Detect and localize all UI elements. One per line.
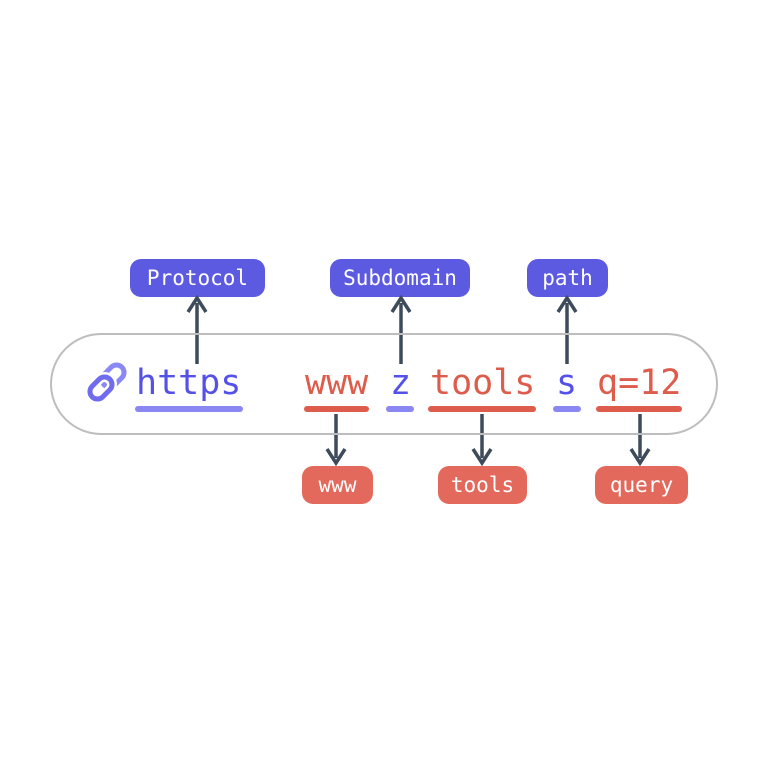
label-badge-tools: tools	[438, 466, 527, 504]
underline-q12	[596, 406, 682, 412]
underline-www	[304, 406, 369, 412]
url-bar-outline	[50, 333, 718, 435]
underline-tools	[428, 406, 536, 412]
label-badge-query: query	[595, 466, 688, 504]
url-segment-s: s	[556, 363, 578, 403]
url-segment-https: https	[136, 363, 242, 403]
underline-https	[135, 406, 243, 412]
url-segment-tools: tools	[430, 363, 536, 403]
underline-s	[553, 406, 581, 412]
url-segment-www: www	[305, 363, 369, 403]
label-badge-www: www	[302, 466, 373, 504]
url-segment-z: z	[390, 363, 412, 403]
arrow-www-to-label	[325, 414, 347, 467]
arrow-q12-to-label	[629, 414, 651, 467]
label-badge-path: path	[527, 259, 608, 297]
label-badge-subdomain: Subdomain	[330, 259, 470, 297]
link-icon	[84, 362, 127, 405]
url-segment-q12: q=12	[597, 363, 682, 403]
underline-z	[386, 406, 414, 412]
arrow-tools-to-label	[471, 414, 493, 467]
label-badge-protocol: Protocol	[130, 259, 265, 297]
